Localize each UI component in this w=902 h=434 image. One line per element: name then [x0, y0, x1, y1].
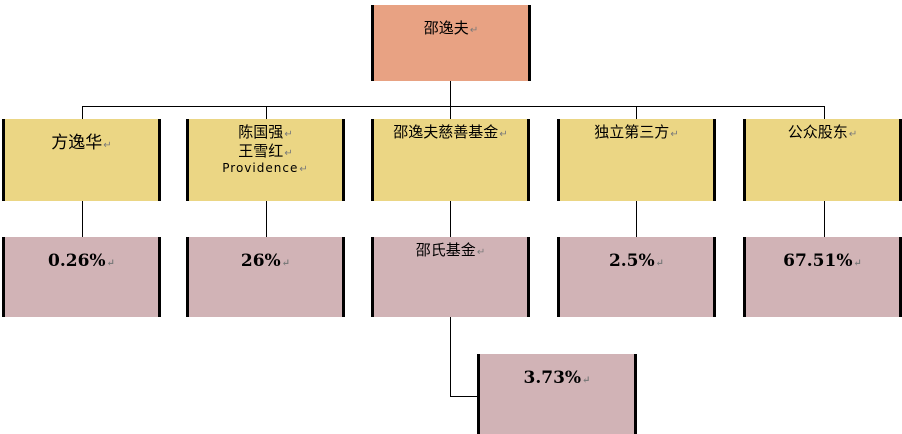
- drop-1: [82, 106, 83, 119]
- return-arrow-icon: ↵: [106, 258, 115, 269]
- shareholder-name: Providence: [222, 160, 299, 175]
- stake-value: 2.5%: [608, 251, 655, 271]
- sub-stem: [450, 317, 451, 396]
- stake-value: 邵氏基金: [415, 241, 476, 259]
- return-arrow-icon: ↵: [499, 129, 508, 140]
- stake-1: 0.26%↵: [2, 237, 161, 317]
- stake-5: 67.51%↵: [743, 237, 902, 317]
- stake-value: 3.73%: [523, 368, 582, 388]
- sub-stake: 3.73%↵: [477, 354, 637, 434]
- shareholder-4: 独立第三方↵: [557, 119, 716, 201]
- link-1: [82, 201, 83, 237]
- shareholder-name: 公众股东: [787, 123, 848, 141]
- shareholder-name: 邵逸夫慈善基金: [393, 123, 499, 141]
- sub-elbow: [450, 396, 478, 397]
- return-arrow-icon: ↵: [284, 147, 293, 159]
- return-arrow-icon: ↵: [299, 163, 309, 175]
- shareholder-1: 方逸华↵: [2, 119, 161, 201]
- return-arrow-icon: ↵: [284, 129, 293, 140]
- return-arrow-icon: ↵: [848, 129, 858, 140]
- return-arrow-icon: ↵: [469, 25, 479, 36]
- root-stem: [450, 81, 451, 106]
- root-node: 邵逸夫↵: [371, 5, 531, 81]
- return-arrow-icon: ↵: [670, 129, 679, 140]
- return-arrow-icon: ↵: [853, 258, 862, 269]
- stake-value: 0.26%: [48, 251, 106, 271]
- return-arrow-icon: ↵: [655, 258, 665, 269]
- shareholder-3: 邵逸夫慈善基金↵: [371, 119, 530, 201]
- drop-2: [266, 106, 267, 119]
- link-2: [266, 201, 267, 237]
- drop-4: [636, 106, 637, 119]
- shareholder-5: 公众股东↵: [743, 119, 902, 201]
- root-name: 邵逸夫: [423, 19, 469, 37]
- drop-3: [450, 106, 451, 119]
- shareholder-name: 陈国强: [238, 123, 284, 141]
- link-5: [824, 201, 825, 237]
- horizontal-bus: [82, 106, 824, 107]
- link-3: [450, 201, 451, 237]
- stake-3: 邵氏基金↵: [371, 237, 530, 317]
- stake-value: 26%: [240, 251, 281, 271]
- shareholder-name: 王雪红: [238, 141, 284, 160]
- shareholder-name: 方逸华: [51, 133, 103, 153]
- link-4: [636, 201, 637, 237]
- shareholder-2: 陈国强↵ 王雪红↵ Providence↵: [186, 119, 345, 201]
- shareholder-name: 独立第三方: [594, 123, 670, 141]
- return-arrow-icon: ↵: [281, 258, 291, 269]
- return-arrow-icon: ↵: [476, 247, 486, 258]
- drop-5: [824, 106, 825, 119]
- stake-2: 26%↵: [186, 237, 345, 317]
- stake-4: 2.5%↵: [557, 237, 716, 317]
- return-arrow-icon: ↵: [103, 140, 112, 151]
- stake-value: 67.51%: [783, 251, 853, 271]
- return-arrow-icon: ↵: [582, 375, 591, 386]
